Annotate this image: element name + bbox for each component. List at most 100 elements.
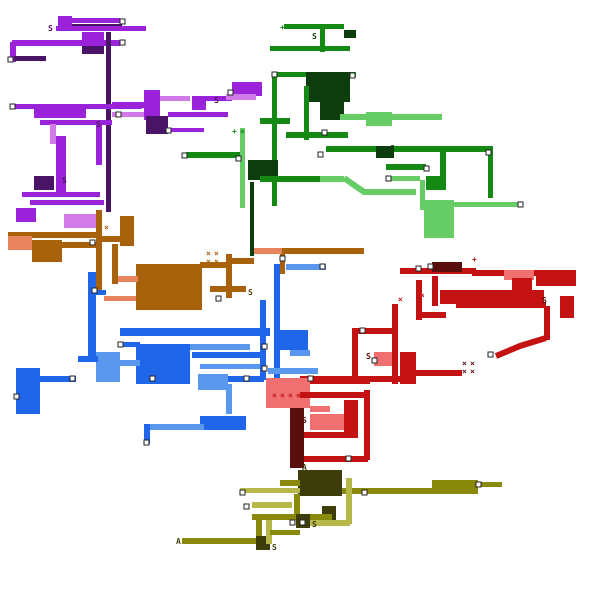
- room[interactable]: [192, 96, 206, 110]
- door-marker[interactable]: [9, 103, 16, 110]
- door-marker[interactable]: [359, 327, 366, 334]
- door-marker[interactable]: [385, 175, 392, 182]
- corridor[interactable]: [294, 494, 300, 518]
- corridor[interactable]: [342, 175, 416, 195]
- corridor[interactable]: [78, 356, 98, 362]
- save-point-marker[interactable]: S: [312, 32, 317, 41]
- start-marker[interactable]: A: [176, 537, 181, 546]
- room[interactable]: [560, 296, 574, 318]
- corridor[interactable]: [286, 264, 326, 270]
- corridor[interactable]: [170, 128, 204, 132]
- save-point-marker[interactable]: S: [542, 296, 547, 305]
- corridor[interactable]: [56, 136, 66, 196]
- corridor[interactable]: [112, 244, 118, 284]
- blocked-marker[interactable]: ×: [280, 391, 285, 400]
- room[interactable]: [34, 176, 54, 190]
- corridor[interactable]: [254, 248, 364, 254]
- corridor[interactable]: [206, 96, 232, 101]
- room[interactable]: [440, 290, 544, 304]
- corridor[interactable]: [10, 42, 16, 62]
- blocked-marker[interactable]: ×: [470, 367, 475, 376]
- door-marker[interactable]: [345, 455, 352, 462]
- room[interactable]: [298, 470, 342, 496]
- corridor[interactable]: [270, 530, 300, 535]
- corridor[interactable]: [270, 46, 350, 51]
- corridor[interactable]: [360, 376, 416, 382]
- corridor[interactable]: [274, 264, 280, 384]
- corridor[interactable]: [454, 202, 520, 207]
- start-marker[interactable]: A: [302, 463, 307, 472]
- corridor[interactable]: [300, 376, 370, 384]
- door-marker[interactable]: [319, 263, 326, 270]
- room[interactable]: [278, 330, 308, 350]
- door-marker[interactable]: [475, 481, 482, 488]
- corridor[interactable]: [144, 424, 204, 430]
- save-point-marker[interactable]: S: [96, 120, 101, 129]
- door-marker[interactable]: [165, 127, 172, 134]
- room[interactable]: [64, 214, 96, 228]
- door-marker[interactable]: [215, 295, 222, 302]
- door-marker[interactable]: [487, 351, 494, 358]
- door-marker[interactable]: [235, 155, 242, 162]
- door-marker[interactable]: [89, 239, 96, 246]
- save-point-marker[interactable]: S: [214, 96, 219, 105]
- room[interactable]: [306, 72, 350, 102]
- corridor[interactable]: [250, 182, 254, 256]
- blocked-marker[interactable]: ×: [206, 249, 211, 258]
- corridor[interactable]: [420, 180, 425, 210]
- door-marker[interactable]: [307, 375, 314, 382]
- corridor[interactable]: [96, 290, 106, 295]
- room[interactable]: [424, 200, 454, 238]
- corridor[interactable]: [356, 328, 396, 334]
- corridor[interactable]: [50, 124, 56, 144]
- corridor[interactable]: [240, 128, 245, 208]
- door-marker[interactable]: [239, 489, 246, 496]
- corridor[interactable]: [364, 390, 370, 460]
- room[interactable]: [200, 416, 246, 430]
- corridor[interactable]: [190, 344, 250, 350]
- corridor[interactable]: [320, 100, 344, 120]
- save-point-marker[interactable]: S: [390, 144, 395, 153]
- door-marker[interactable]: [289, 519, 296, 526]
- room[interactable]: [374, 352, 392, 366]
- door-marker[interactable]: [261, 343, 268, 350]
- corridor[interactable]: [260, 118, 290, 124]
- corridor[interactable]: [186, 152, 244, 158]
- corridor[interactable]: [416, 280, 422, 320]
- corridor[interactable]: [192, 352, 262, 358]
- corridor[interactable]: [478, 482, 502, 487]
- room[interactable]: [366, 112, 392, 126]
- corridor[interactable]: [200, 262, 230, 268]
- corridor[interactable]: [252, 502, 292, 508]
- room[interactable]: [426, 176, 446, 190]
- item-marker[interactable]: +: [280, 23, 285, 32]
- room[interactable]: [8, 236, 32, 250]
- corridor[interactable]: [240, 488, 300, 493]
- corridor[interactable]: [144, 424, 150, 444]
- door-marker[interactable]: [423, 165, 430, 172]
- corridor[interactable]: [40, 376, 76, 382]
- room[interactable]: [432, 262, 462, 272]
- corridor[interactable]: [88, 272, 96, 362]
- corridor[interactable]: [40, 120, 112, 125]
- corridor[interactable]: [70, 18, 120, 23]
- door-marker[interactable]: [361, 489, 368, 496]
- item-marker[interactable]: +: [472, 255, 477, 264]
- door-marker[interactable]: [149, 375, 156, 382]
- corridor[interactable]: [304, 456, 368, 462]
- save-point-marker[interactable]: S: [366, 352, 371, 361]
- door-marker[interactable]: [517, 201, 524, 208]
- door-marker[interactable]: [143, 439, 150, 446]
- blocked-marker[interactable]: ×: [296, 391, 301, 400]
- corridor[interactable]: [284, 24, 344, 29]
- corridor[interactable]: [310, 520, 350, 526]
- corridor[interactable]: [408, 146, 488, 152]
- corridor[interactable]: [268, 368, 318, 374]
- door-marker[interactable]: [271, 71, 278, 78]
- corridor[interactable]: [544, 306, 550, 340]
- corridor[interactable]: [14, 56, 46, 61]
- corridor[interactable]: [260, 176, 320, 182]
- corridor[interactable]: [112, 112, 144, 117]
- corridor[interactable]: [120, 328, 270, 336]
- corridor[interactable]: [226, 384, 232, 414]
